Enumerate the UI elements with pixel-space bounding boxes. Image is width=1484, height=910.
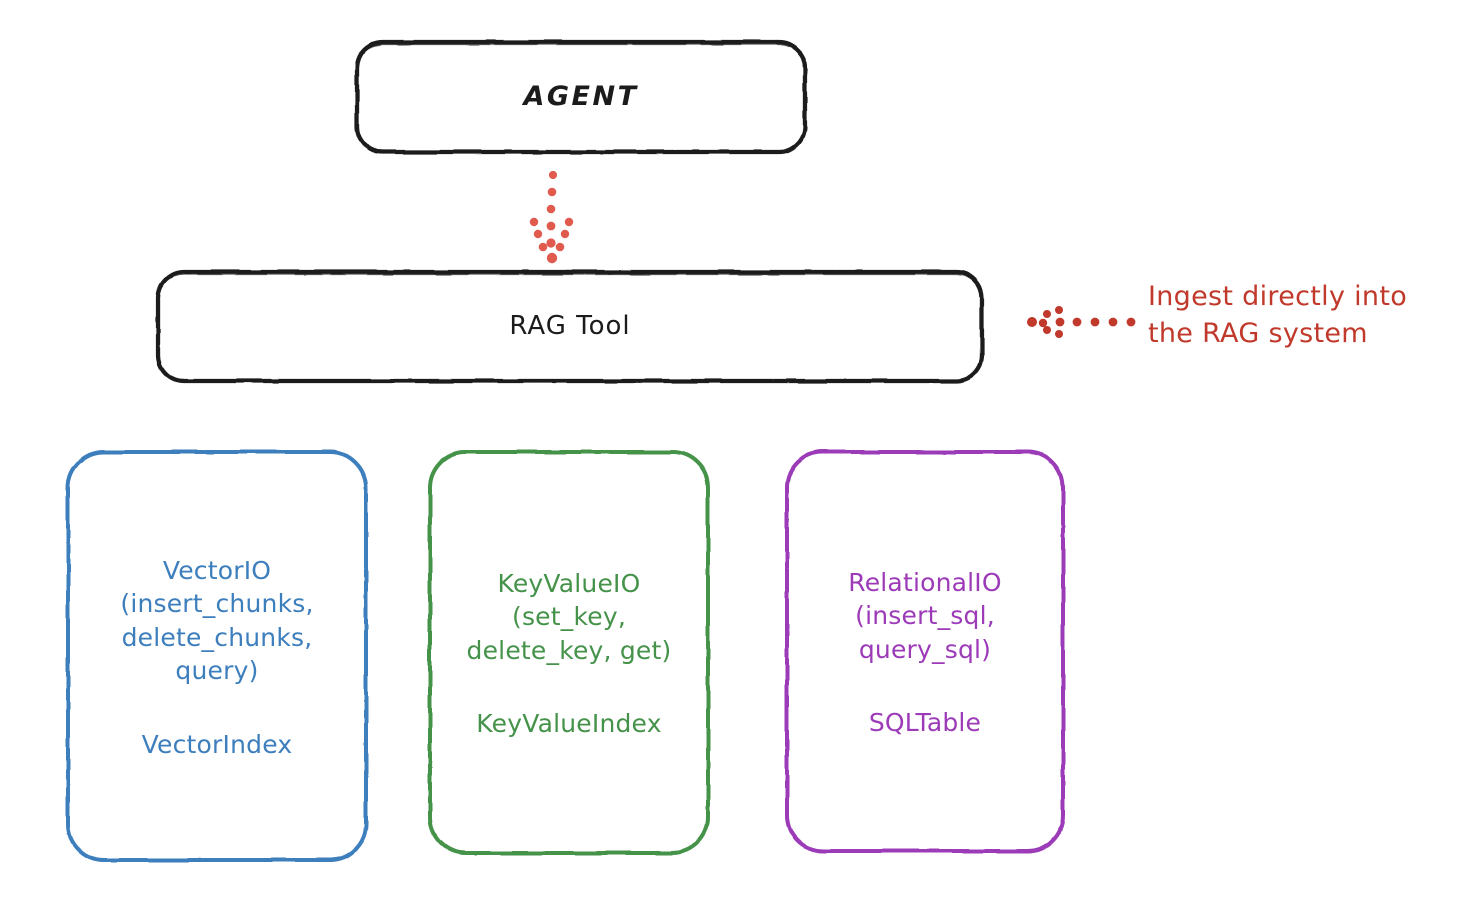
rag-tool-node-label: RAG Tool (509, 310, 631, 341)
relational-io-node[interactable]: RelationalIO (insert_sql, query_sql) SQL… (785, 450, 1065, 853)
key-value-io-api-label: KeyValueIO (set_key, delete_key, get) (466, 568, 672, 665)
relational-io-api-label: RelationalIO (insert_sql, query_sql) (848, 567, 1002, 664)
relational-io-card-outline (785, 450, 1065, 853)
agent-node-label: AGENT (523, 81, 639, 113)
rag-tool-node[interactable]: RAG Tool (156, 270, 984, 383)
rag-tool-box-outline (155, 269, 985, 384)
ingest-annotation-text: Ingest directly into the RAG system (1148, 281, 1408, 350)
agent-node[interactable]: AGENT (355, 40, 807, 154)
key-value-io-card-outline (428, 450, 710, 855)
vector-index-label: VectorIndex (141, 729, 293, 759)
agent-to-rag-connector (529, 170, 574, 264)
vector-io-api-label: VectorIO (insert_chunks, delete_chunks, … (120, 555, 314, 686)
agent-box-outline (354, 39, 808, 155)
vector-io-node[interactable]: VectorIO (insert_chunks, delete_chunks, … (66, 450, 368, 862)
key-value-index-label: KeyValueIndex (476, 709, 662, 739)
annotation-to-rag-connector (1027, 306, 1136, 338)
vector-io-card-outline (66, 450, 368, 862)
key-value-io-node[interactable]: KeyValueIO (set_key, delete_key, get) Ke… (428, 450, 710, 855)
sql-table-label: SQLTable (868, 708, 982, 738)
